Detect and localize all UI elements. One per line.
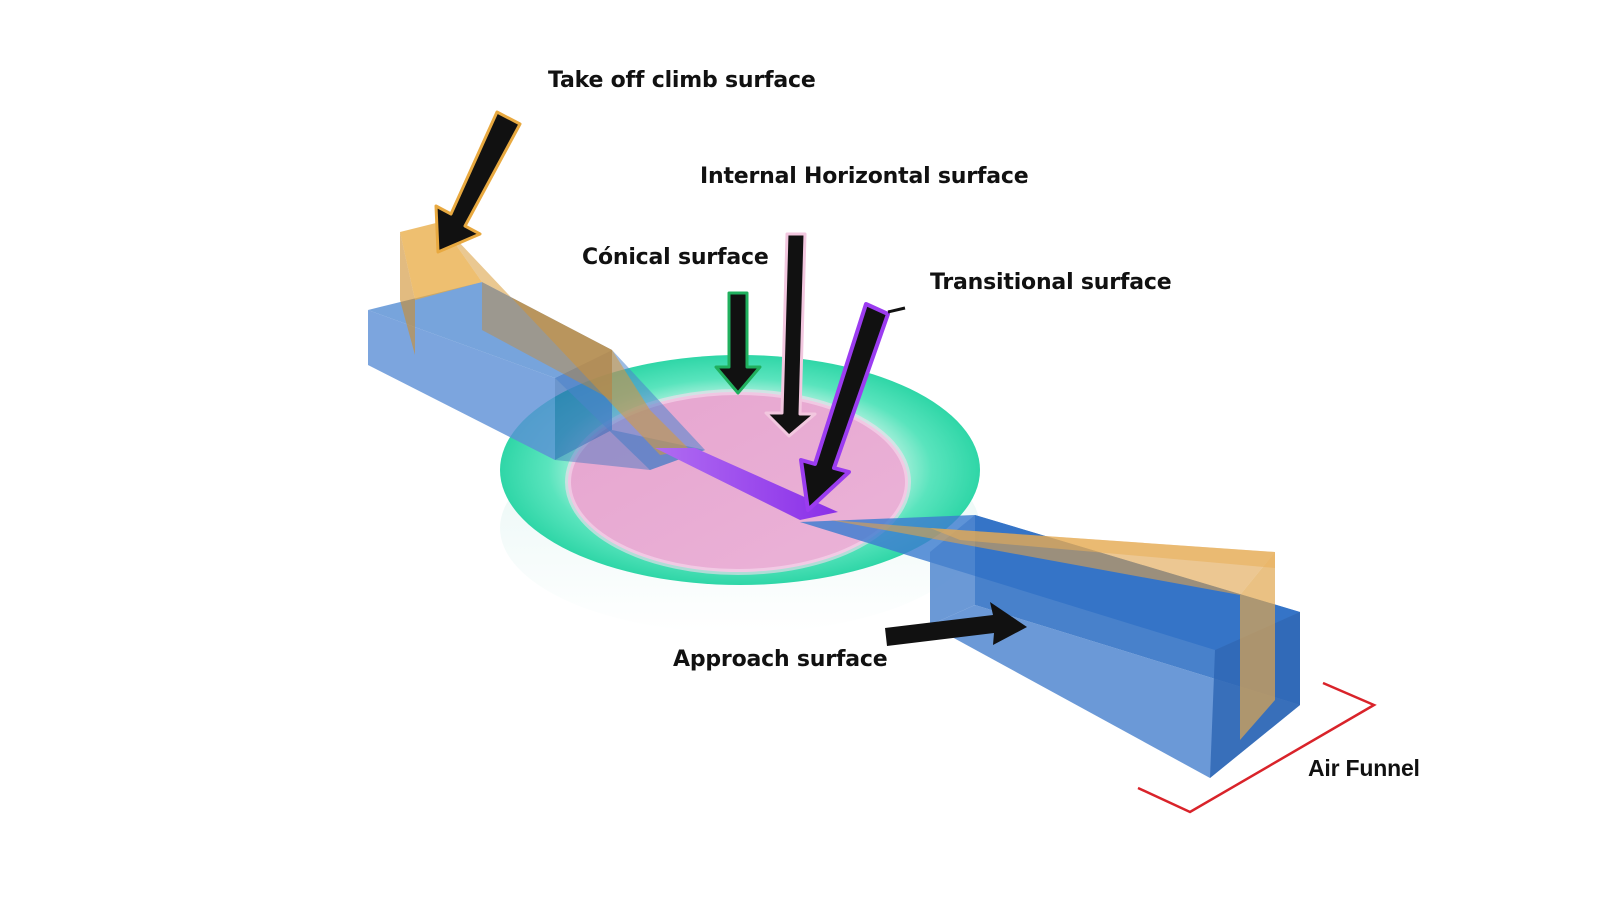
air-funnel-label: Air Funnel — [1308, 755, 1420, 781]
conical-label: Cónical surface — [582, 245, 769, 270]
transitional-label: Transitional surface — [930, 270, 1172, 295]
takeoff-climb-surface-west — [400, 222, 690, 455]
internal-horizontal-arrow — [764, 232, 817, 438]
takeoff-climb-surface-east — [830, 520, 1275, 740]
approach-arrow — [885, 602, 1027, 646]
conical-arrow — [714, 291, 762, 395]
takeoff-climb-arrow — [434, 110, 522, 254]
internal-horizontal-label: Internal Horizontal surface — [700, 164, 1029, 189]
approach-label: Approach surface — [673, 647, 888, 672]
runway-strip — [655, 448, 838, 520]
takeoff-climb-label: Take off climb surface — [548, 68, 816, 93]
transitional-arrow — [799, 302, 890, 512]
air-funnel-bracket — [1137, 681, 1377, 814]
